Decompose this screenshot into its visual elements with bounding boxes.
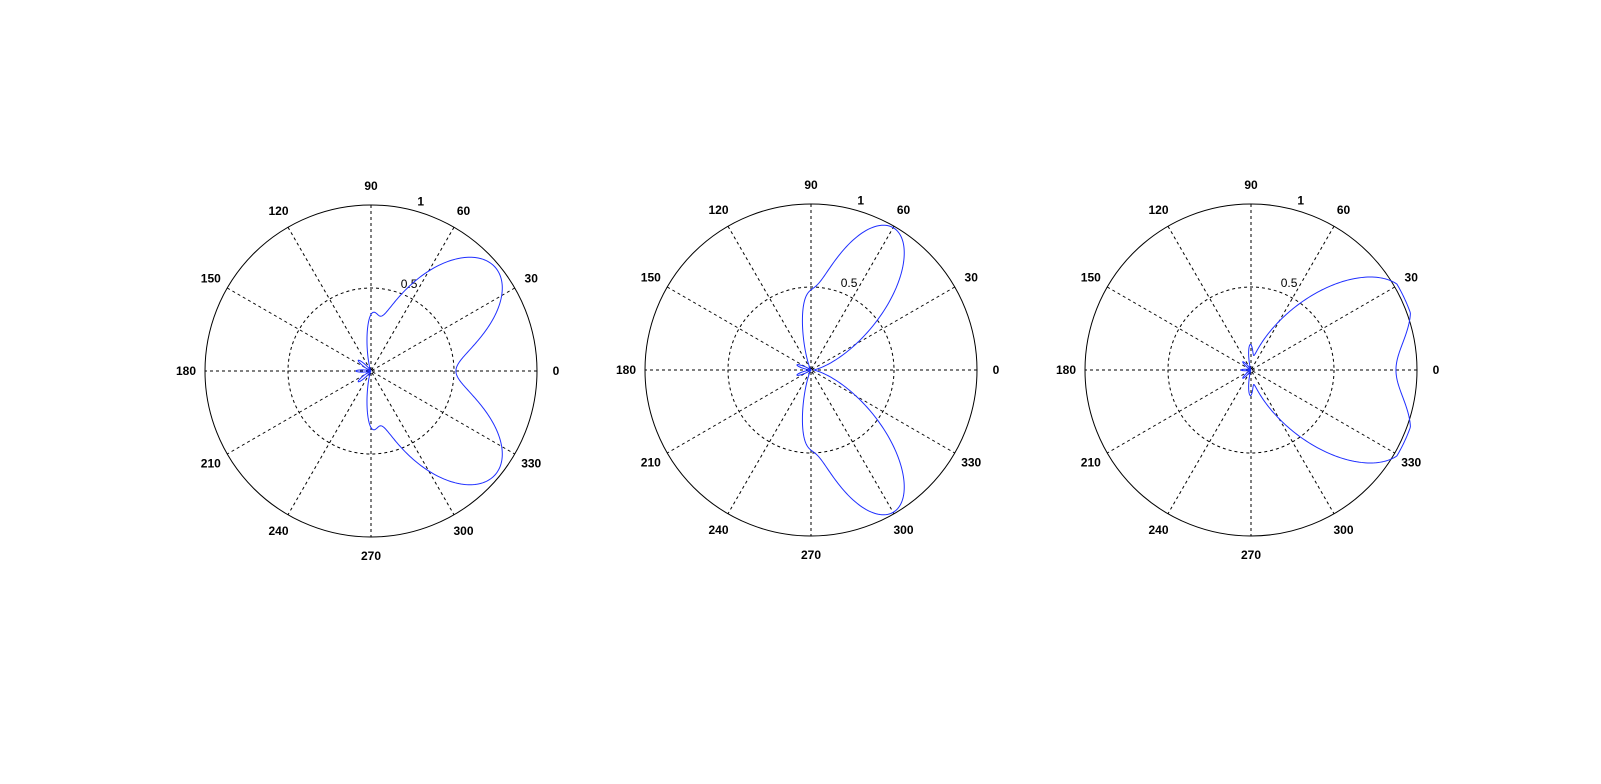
grid-spoke-30 [226,287,516,455]
radial-label-1: 1 [857,194,864,208]
outer-ring [204,204,538,538]
angle-label-60: 60 [897,203,911,217]
angle-label-150: 150 [201,272,221,286]
polar-chart-3: 0 30 60 90 120 150 180 210 240 270 300 330 0.5 1 [1056,178,1440,562]
angle-label-270: 270 [1241,548,1261,562]
angle-label-0: 0 [553,364,560,378]
radial-label-1: 1 [417,195,424,209]
angle-label-270: 270 [361,549,381,563]
outer-ring [1084,203,1418,537]
angle-label-270: 270 [801,548,821,562]
angle-label-180: 180 [616,363,636,377]
angle-label-300: 300 [453,524,473,538]
grid-spoke-60 [727,225,895,515]
angle-label-300: 300 [893,523,913,537]
pattern-series-1 [355,256,503,486]
radial-label-0-5: 0.5 [1281,276,1298,290]
radial-label-0-5: 0.5 [841,276,858,290]
angle-label-210: 210 [1081,456,1101,470]
angle-label-30: 30 [965,271,979,285]
angle-label-240: 240 [1148,523,1168,537]
angle-label-120: 120 [708,203,728,217]
angle-label-120: 120 [1148,203,1168,217]
grid-spoke-30 [666,286,956,454]
angle-label-210: 210 [641,456,661,470]
angle-label-30: 30 [525,272,539,286]
angle-label-150: 150 [1081,271,1101,285]
grid-spoke-120 [287,226,455,516]
grid-spoke-150 [1106,286,1396,454]
angle-label-240: 240 [708,523,728,537]
angle-label-120: 120 [268,204,288,218]
angle-label-330: 330 [521,457,541,471]
angle-label-300: 300 [1333,523,1353,537]
angle-label-210: 210 [201,457,221,471]
angle-label-60: 60 [1337,203,1351,217]
pattern-series-1 [1240,276,1411,464]
angle-label-90: 90 [364,179,378,193]
grid-spoke-120 [727,225,895,515]
outer-ring [644,203,978,537]
angle-label-180: 180 [176,364,196,378]
angle-label-0: 0 [1433,363,1440,377]
angle-label-90: 90 [804,178,818,192]
polar-chart-1: 0 30 60 90 120 150 180 210 240 270 300 330 0.5 1 [176,179,560,563]
grid-spoke-60 [287,226,455,516]
radial-label-0-5: 0.5 [401,277,418,291]
grid-spoke-60 [1167,225,1335,515]
angle-label-330: 330 [1401,456,1421,470]
pattern-series-1 [796,224,905,516]
angle-label-240: 240 [268,524,288,538]
grid-spoke-150 [666,286,956,454]
grid-spoke-120 [1167,225,1335,515]
angle-label-150: 150 [641,271,661,285]
angle-label-30: 30 [1405,271,1419,285]
polar-chart-2: 0 30 60 90 120 150 180 210 240 270 300 330 0.5 1 [616,178,1000,562]
grid-spoke-30 [1106,286,1396,454]
angle-label-60: 60 [457,204,471,218]
angle-label-0: 0 [993,363,1000,377]
angle-label-180: 180 [1056,363,1076,377]
angle-label-90: 90 [1244,178,1258,192]
grid-spoke-150 [226,287,516,455]
radial-label-1: 1 [1297,194,1304,208]
angle-label-330: 330 [961,456,981,470]
